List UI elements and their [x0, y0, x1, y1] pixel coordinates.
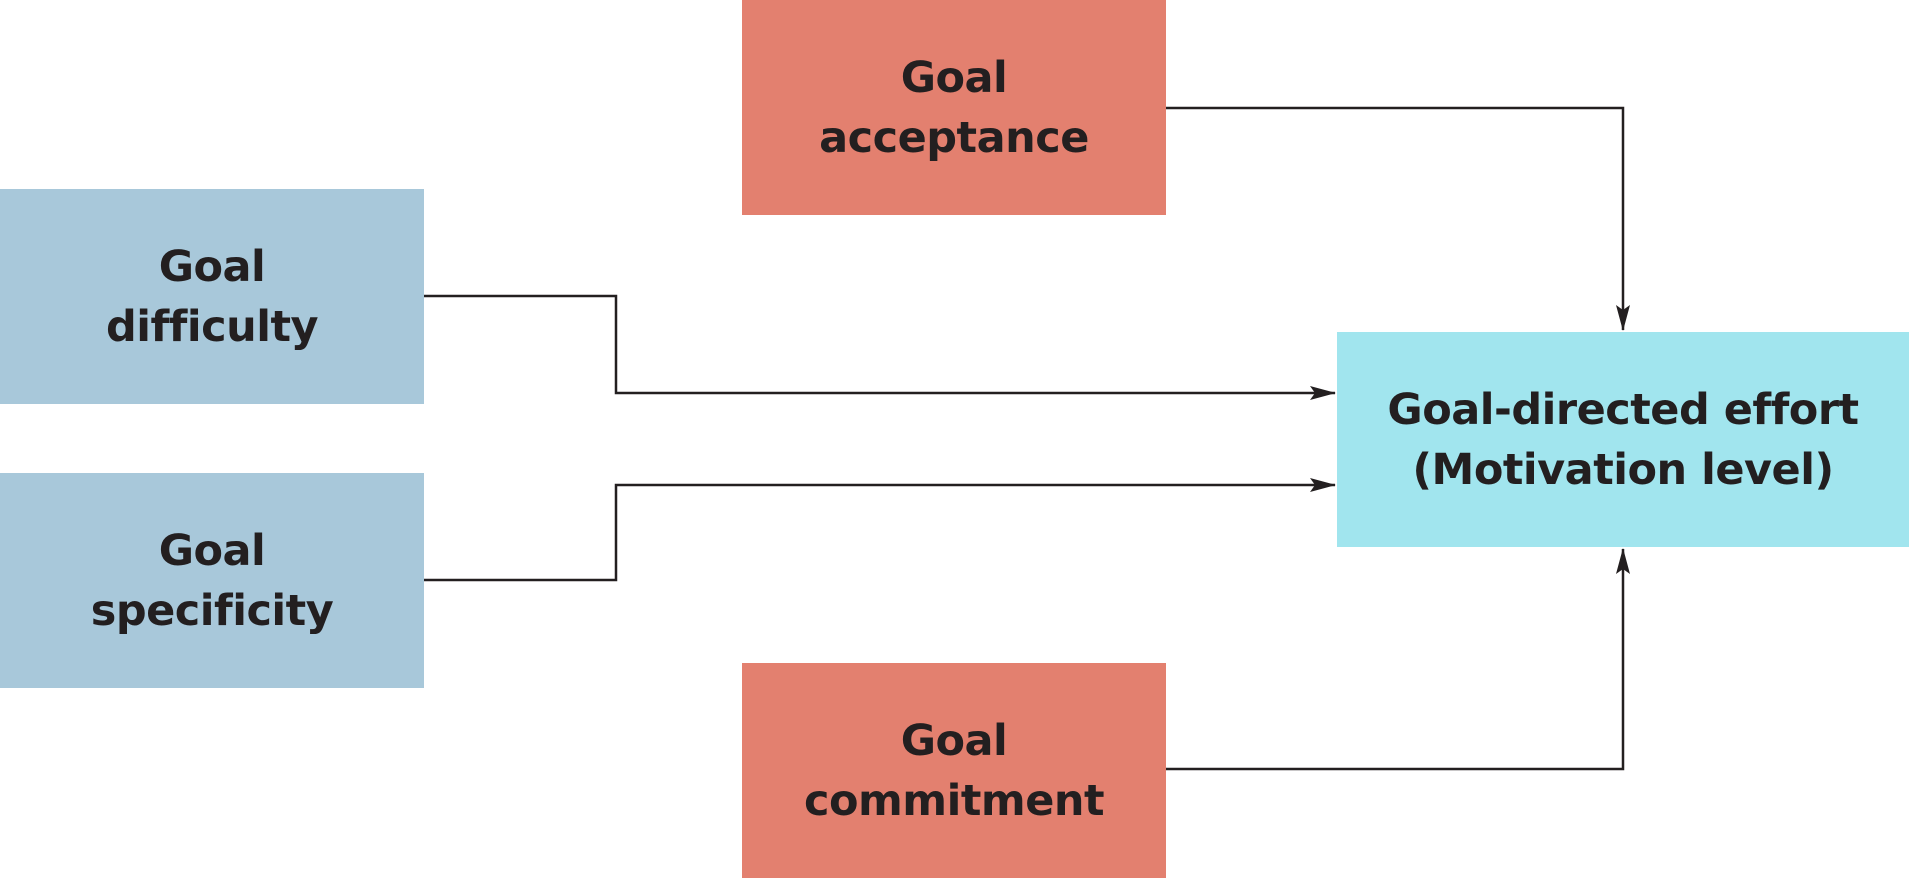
goal-commitment-node: Goal commitment: [742, 663, 1166, 878]
goal-difficulty-node: Goal difficulty: [0, 189, 424, 404]
arrow-acceptance-to-effort: [1166, 106, 1630, 331]
goal-difficulty-line1: Goal: [158, 241, 266, 292]
goal-directed-effort-line1: Goal-directed effort: [1387, 384, 1859, 435]
arrow-commitment-to-effort: [1166, 548, 1630, 771]
goal-acceptance-line2: acceptance: [819, 112, 1089, 163]
goal-commitment-line2: commitment: [803, 775, 1105, 826]
goal-specificity-node: Goal specificity: [0, 473, 424, 688]
arrow-specificity-to-effort: [424, 478, 1336, 582]
goal-directed-effort-node: Goal-directed effort (Motivation level): [1337, 332, 1909, 547]
goal-acceptance-line1: Goal: [900, 52, 1008, 103]
goal-specificity-line1: Goal: [158, 525, 266, 576]
goal-specificity-line2: specificity: [90, 585, 334, 636]
goal-directed-effort-line2: (Motivation level): [1412, 444, 1834, 495]
goal-difficulty-line2: difficulty: [105, 301, 319, 352]
goal-acceptance-node: Goal acceptance: [742, 0, 1166, 215]
arrow-difficulty-to-effort: [424, 294, 1336, 400]
goal-commitment-line1: Goal: [900, 715, 1008, 766]
